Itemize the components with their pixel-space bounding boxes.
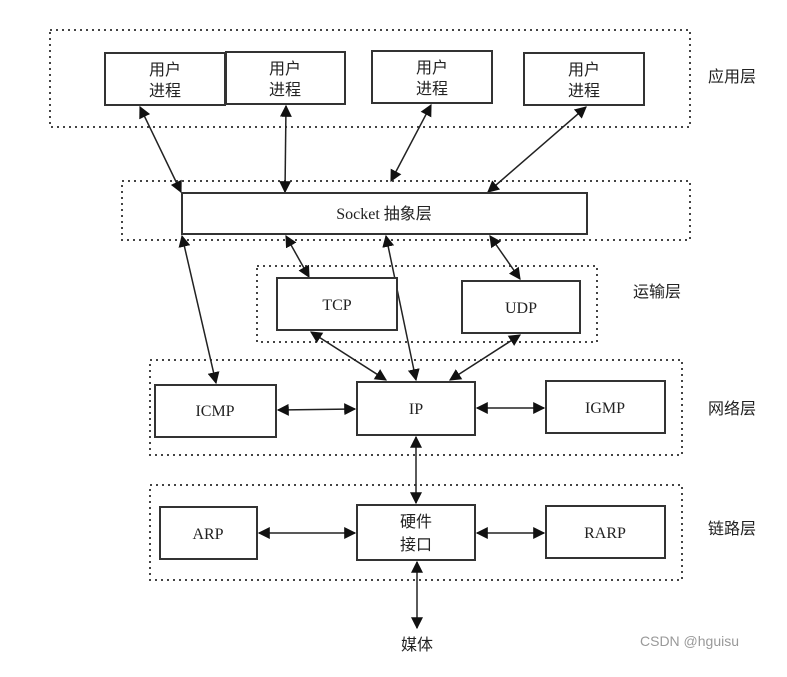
hardware-interface-node: 硬件 接口 — [356, 504, 476, 561]
media-label: 媒体 — [401, 635, 433, 654]
udp-node: UDP — [461, 280, 581, 334]
edge-udp-ip — [448, 334, 522, 381]
node-label: 用户 — [568, 60, 600, 79]
user-process-node: 用户 进程 — [523, 52, 645, 106]
node-label: ARP — [192, 526, 223, 543]
node-label: 进程 — [416, 79, 448, 98]
node-label: 用户 — [269, 59, 301, 78]
edge-tcp-ip — [309, 331, 388, 381]
tcp-node: TCP — [276, 277, 398, 331]
user-process-node: 用户 进程 — [225, 51, 346, 105]
node-label: 进程 — [269, 80, 301, 99]
edge-user1-socket — [139, 105, 182, 194]
user-process-node: 用户 进程 — [104, 52, 226, 106]
icmp-node: ICMP — [154, 384, 277, 438]
network-layer-label: 网络层 — [708, 399, 756, 418]
application-layer-label: 应用层 — [708, 67, 756, 86]
edge-user4-socket — [487, 106, 587, 193]
node-label: Socket 抽象层 — [336, 205, 432, 223]
edge-icmp-ip — [276, 403, 357, 416]
edge-socket-tcp — [285, 234, 310, 279]
watermark: CSDN @hguisu — [640, 633, 739, 649]
node-label: 进程 — [149, 81, 181, 100]
node-label: IGMP — [585, 400, 625, 417]
edge-socket-udp — [489, 235, 521, 280]
user-process-node: 用户 进程 — [371, 50, 493, 104]
node-label: 硬件 — [400, 512, 432, 531]
node-label: UDP — [505, 300, 537, 317]
edge-socket-ip — [382, 234, 420, 382]
node-label: 接口 — [400, 535, 432, 554]
node-label: 用户 — [416, 58, 448, 77]
edge-user2-socket — [279, 104, 292, 194]
node-label: IP — [409, 401, 423, 418]
node-label: 用户 — [149, 60, 181, 79]
socket-abstraction-node: Socket 抽象层 — [181, 192, 588, 235]
link-layer-label: 链路层 — [708, 519, 756, 538]
node-label: ICMP — [195, 403, 234, 420]
edge-socket-icmp — [178, 234, 220, 385]
rarp-node: RARP — [545, 505, 666, 559]
connectors — [139, 103, 587, 630]
node-label: 进程 — [568, 81, 600, 100]
ip-node: IP — [356, 381, 476, 436]
node-label: RARP — [584, 525, 626, 542]
arp-node: ARP — [159, 506, 258, 560]
node-label: TCP — [322, 297, 351, 314]
igmp-node: IGMP — [545, 380, 666, 434]
edge-user3-socket — [390, 103, 432, 183]
application-layer-frame — [49, 29, 691, 128]
transport-layer-frame — [256, 265, 598, 343]
transport-layer-label: 运输层 — [633, 282, 681, 301]
